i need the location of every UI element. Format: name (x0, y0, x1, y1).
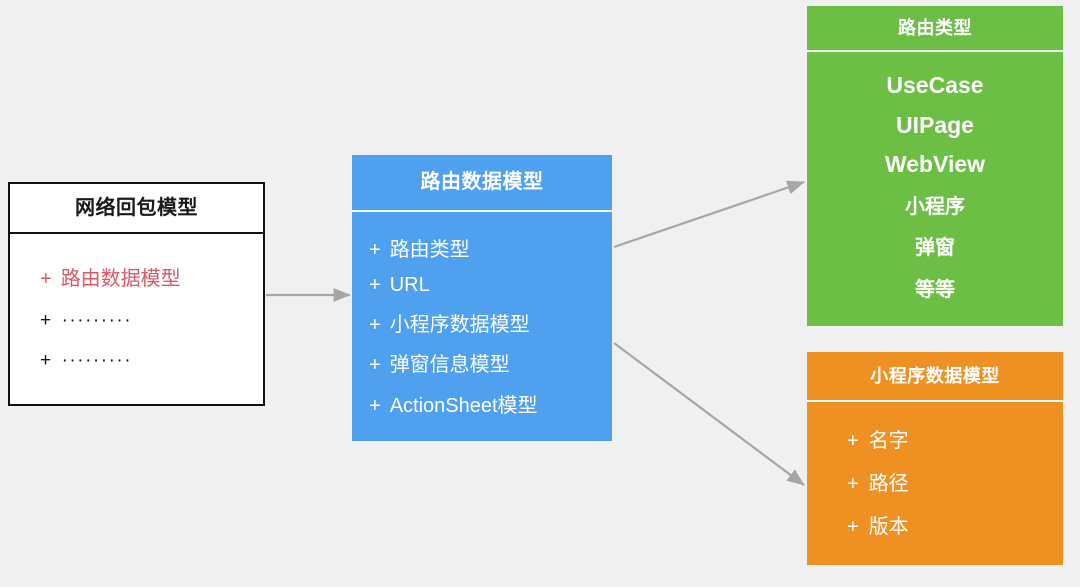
class-box-network-response-model[interactable]: 网络回包模型 + 路由数据模型 + ········· + ········· (8, 182, 265, 406)
plus-sign: + (847, 473, 859, 495)
member-row: + 路由类型 (352, 233, 612, 262)
member-label: 路径 (868, 473, 909, 495)
member-row: + ActionSheet模型 (352, 389, 612, 418)
member-row: UIPage (896, 111, 974, 138)
member-row: + 路由数据模型 (10, 262, 263, 291)
member-label: ActionSheet模型 (389, 394, 538, 417)
plus-sign: + (40, 349, 53, 371)
class-box-members: + 路由类型 + URL + 小程序数据模型 + 弹窗信息模型 + ActionSheet… (352, 212, 612, 441)
class-box-members: UseCase UIPage WebView 小程序 弹窗 等等 (807, 52, 1063, 326)
plus-sign: + (369, 273, 381, 296)
member-row: + 小程序数据模型 (352, 308, 612, 337)
plus-sign: + (369, 394, 381, 417)
member-row: UseCase (886, 72, 984, 99)
member-row: + 名字 (807, 424, 1063, 453)
member-row: 等等 (915, 278, 955, 301)
class-box-members: + 名字 + 路径 + 版本 (807, 402, 1063, 565)
member-row: 弹窗 (915, 237, 955, 260)
member-row: WebView (884, 150, 986, 177)
plus-sign: + (369, 354, 381, 377)
member-row: + 弹窗信息模型 (352, 348, 612, 377)
member-row: + 路径 (807, 467, 1063, 496)
member-label: ········· (61, 349, 133, 371)
plus-sign: + (847, 430, 859, 452)
member-label: ········· (61, 309, 133, 331)
class-box-miniapp-data-model[interactable]: 小程序数据模型 + 名字 + 路径 + 版本 (807, 352, 1063, 565)
class-box-title: 小程序数据模型 (807, 352, 1063, 402)
plus-sign: + (369, 313, 381, 336)
member-row: + 版本 (807, 510, 1063, 539)
member-row: + URL (352, 274, 612, 297)
member-label: 小程序数据模型 (389, 313, 530, 336)
class-box-title: 路由类型 (807, 6, 1063, 52)
plus-sign: + (847, 516, 859, 538)
member-row: + ········· (10, 350, 263, 372)
class-box-title: 网络回包模型 (10, 184, 263, 234)
member-label: 路由数据模型 (60, 268, 181, 291)
member-row: + ········· (10, 310, 263, 332)
arrow-route-to-routetype (613, 180, 805, 249)
class-box-route-type[interactable]: 路由类型 UseCase UIPage WebView 小程序 弹窗 等等 (807, 6, 1063, 326)
class-box-title: 路由数据模型 (352, 155, 612, 212)
member-label: 版本 (868, 516, 909, 538)
member-label: 名字 (868, 430, 909, 452)
member-label: URL (389, 273, 430, 296)
member-label: 弹窗信息模型 (389, 354, 510, 377)
plus-sign: + (369, 239, 381, 262)
plus-sign: + (40, 268, 52, 291)
member-label: 路由类型 (389, 239, 470, 262)
plus-sign: + (40, 309, 53, 331)
class-box-route-data-model[interactable]: 路由数据模型 + 路由类型 + URL + 小程序数据模型 + 弹窗信息模型 + Acti… (352, 155, 612, 441)
member-row: 小程序 (905, 196, 965, 219)
arrow-route-to-miniapp (613, 342, 805, 486)
class-box-members: + 路由数据模型 + ········· + ········· (10, 234, 263, 404)
